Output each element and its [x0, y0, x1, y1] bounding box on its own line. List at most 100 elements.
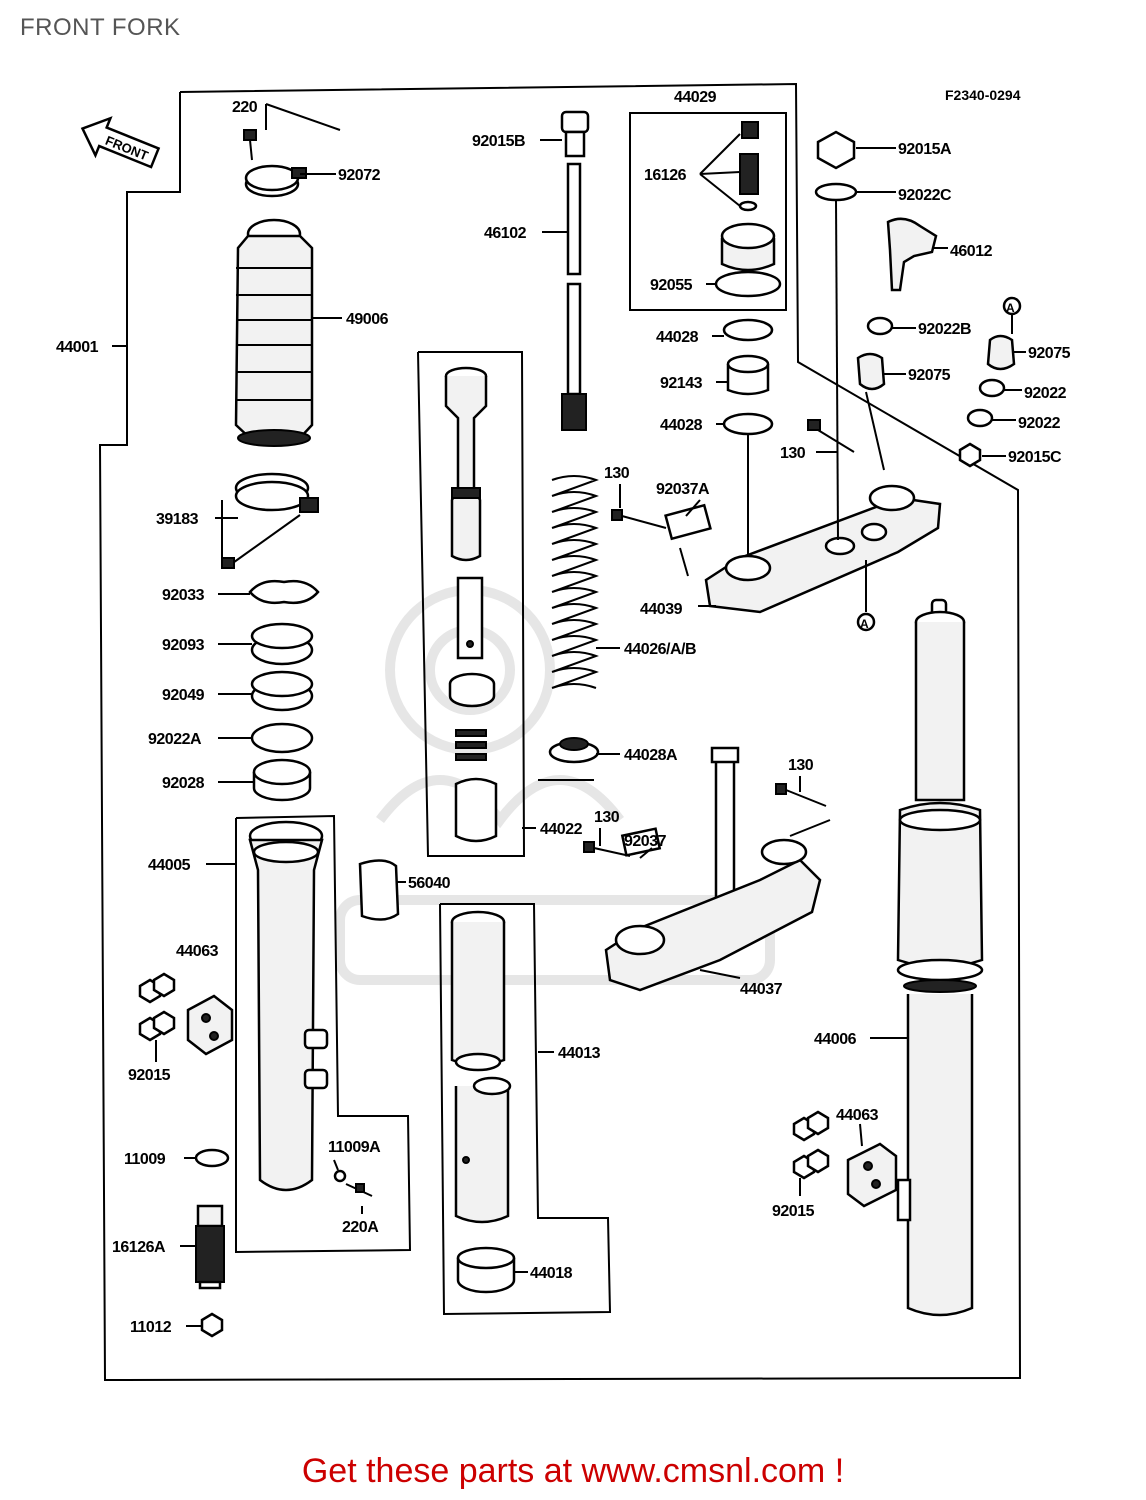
leader-lines — [112, 103, 1026, 1327]
label-92037A: 92037A — [656, 481, 710, 498]
oring-11009-icon — [194, 1148, 230, 1168]
label-92015-right: 92015 — [772, 1203, 815, 1220]
nut-92015C-icon — [958, 442, 982, 468]
bracket-44063-left-icon — [186, 994, 234, 1056]
label-44013: 44013 — [558, 1045, 601, 1062]
rod-46102-icon — [561, 162, 587, 431]
label-11009: 11009 — [124, 1151, 166, 1168]
inner-tube-frame — [439, 903, 612, 1316]
label-92022B: 92022B — [918, 321, 971, 338]
label-44028-bottom: 44028 — [660, 417, 703, 434]
steering-nut-46012-icon — [886, 217, 938, 292]
label-220A: 220A — [342, 1219, 379, 1236]
bracket-44063-right-icon — [846, 1142, 898, 1208]
cap-92075-icon — [856, 352, 886, 391]
nuts-92015-right-icon — [792, 1110, 830, 1180]
spacer-92143-icon — [726, 354, 770, 396]
label-130-a: 130 — [604, 465, 630, 482]
bushing-44018-icon — [456, 1246, 516, 1294]
footer-link-text[interactable]: Get these parts at www.cmsnl.com ! — [301, 1452, 845, 1490]
label-220: 220 — [232, 99, 258, 116]
label-130-b: 130 — [594, 809, 620, 826]
washer-44028-top-icon — [722, 318, 774, 342]
lower-bracket-44037-icon — [583, 746, 827, 992]
label-46012: 46012 — [950, 243, 993, 260]
label-92075: 92075 — [908, 367, 951, 384]
inner-tube-44013-icon — [450, 910, 512, 1224]
label-44063-left: 44063 — [176, 943, 219, 960]
label-11009A: 11009A — [328, 1139, 381, 1156]
seal-92093-icon — [250, 622, 314, 666]
label-92022-b: 92022 — [1018, 415, 1061, 432]
washer-92022B-icon — [866, 316, 894, 336]
outer-tube-frame — [235, 814, 412, 1254]
label-92022-a: 92022 — [1024, 385, 1067, 402]
label-44028-top: 44028 — [656, 329, 699, 346]
decal-56040-icon — [358, 859, 400, 921]
cap-assembly-box — [629, 112, 787, 311]
bushing-92028-icon — [252, 758, 312, 802]
nut-92015A-icon — [816, 130, 856, 170]
upper-bracket-44039-icon — [611, 419, 942, 614]
label-92015-left: 92015 — [128, 1067, 171, 1084]
screw-220A-icon — [333, 1169, 373, 1197]
front-arrow-icon: FRONT — [80, 116, 161, 169]
label-44001: 44001 — [56, 339, 99, 356]
label-92015C: 92015C — [1008, 449, 1062, 466]
label-44029: 44029 — [674, 89, 717, 106]
gasket-92033-icon — [248, 579, 320, 605]
cap-bolt-92015B-icon — [560, 110, 590, 158]
label-92072: 92072 — [338, 167, 381, 184]
washer-44028-bottom-icon — [722, 412, 774, 436]
label-92075-side: 92075 — [1028, 345, 1071, 362]
label-92015B: 92015B — [472, 133, 525, 150]
clamp-92072-icon — [244, 164, 307, 198]
label-44039: 44039 — [640, 601, 683, 618]
label-46102: 46102 — [484, 225, 527, 242]
label-92015A: 92015A — [898, 141, 952, 158]
damper-44022-icon — [444, 366, 498, 843]
label-44022: 44022 — [540, 821, 583, 838]
outer-tube-44005-icon — [248, 820, 329, 1192]
ring-92022A-icon — [250, 722, 314, 754]
label-92022C: 92022C — [898, 187, 952, 204]
spring-44026-icon — [551, 475, 599, 689]
label-92033: 92033 — [162, 587, 205, 604]
bolt-220-icon — [243, 129, 257, 161]
label-92028: 92028 — [162, 775, 205, 792]
label-49006: 49006 — [346, 311, 389, 328]
label-130-d: 130 — [780, 445, 806, 462]
label-44028A: 44028A — [624, 747, 678, 764]
cap-assembly-44029-icon — [714, 121, 782, 298]
label-92055: 92055 — [650, 277, 693, 294]
fork-boot-49006-icon — [234, 218, 314, 447]
clamp-39183-icon — [221, 472, 319, 569]
label-92093: 92093 — [162, 637, 205, 654]
cap-92075-side-icon — [986, 334, 1016, 371]
label-92022A: 92022A — [148, 731, 202, 748]
label-44037: 44037 — [740, 981, 783, 998]
washer-92022C-icon — [814, 182, 858, 202]
label-16126: 16126 — [644, 167, 687, 184]
label-A-top: A — [1006, 301, 1015, 315]
label-44006: 44006 — [814, 1031, 857, 1048]
label-56040: 56040 — [408, 875, 451, 892]
drain-bolt-16126A-icon — [195, 1204, 225, 1290]
diagram-code: F2340-0294 — [945, 87, 1021, 103]
label-92037: 92037 — [624, 833, 667, 850]
fork-assembly-44006-icon — [896, 598, 984, 1317]
label-130-c: 130 — [788, 757, 814, 774]
label-A-bottom: A — [860, 617, 869, 631]
washer-92049-icon — [250, 670, 314, 712]
seat-44028A-icon — [548, 737, 600, 764]
washer-92022-a-icon — [978, 378, 1006, 398]
label-44026: 44026/A/B — [624, 641, 696, 658]
label-92143: 92143 — [660, 375, 703, 392]
diagram-frame — [98, 82, 1022, 1382]
ref-A-bottom-icon — [856, 612, 876, 632]
label-44063-right: 44063 — [836, 1107, 879, 1124]
label-92049: 92049 — [162, 687, 205, 704]
label-39183: 39183 — [156, 511, 199, 528]
label-44005: 44005 — [148, 857, 191, 874]
